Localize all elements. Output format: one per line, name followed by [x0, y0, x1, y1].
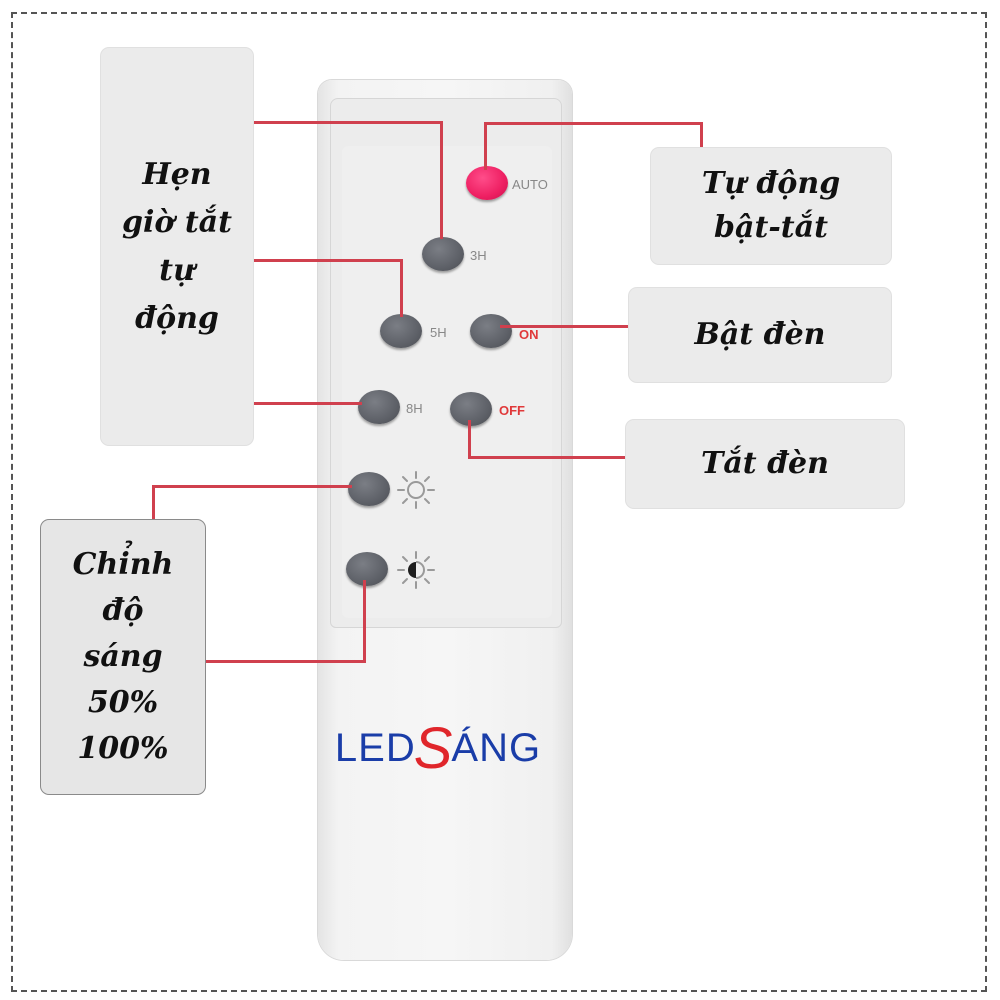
leader-line-auto-right [700, 122, 703, 150]
leader-line-off [468, 456, 628, 459]
timer-3h-button[interactable] [422, 237, 464, 271]
timer-8h-button[interactable] [358, 390, 400, 424]
logo-ang: ÁNG [451, 725, 542, 770]
on-button[interactable] [470, 314, 512, 348]
auto-label: AUTO [512, 177, 548, 192]
leader-line-brightness-bottom-up [363, 580, 366, 663]
leader-line-5h [252, 259, 403, 262]
logo-s: S [413, 715, 454, 781]
off-button[interactable] [450, 392, 492, 426]
timer-3h-label: 3H [470, 248, 487, 263]
button-panel-inner [342, 146, 552, 618]
dashed-frame [11, 12, 987, 992]
callout-on: Bật đèn [629, 288, 891, 382]
callout-timer-text: Hẹn giờ tắt tự động [122, 156, 232, 336]
leader-line-auto-left [484, 122, 487, 170]
off-label: OFF [499, 403, 525, 418]
leader-line-3h [252, 121, 443, 124]
timer-8h-label: 8H [406, 401, 423, 416]
leader-line-auto [484, 122, 702, 125]
callout-auto-text: Tự động bật-tắt [701, 166, 841, 245]
timer-5h-button[interactable] [380, 314, 422, 348]
leader-line-8h [252, 402, 362, 405]
auto-button[interactable] [466, 166, 508, 200]
leader-line-brightness-top-up [152, 485, 155, 521]
leader-line-brightness-bottom [206, 660, 366, 663]
brightness-100-button[interactable] [348, 472, 390, 506]
leader-line-3h-drop [440, 121, 443, 239]
sun-icon [396, 470, 436, 510]
callout-off-text: Tắt đèn [701, 446, 829, 481]
callout-auto: Tự động bật-tắt [651, 148, 891, 264]
callout-timer: Hẹn giờ tắt tự động [101, 48, 253, 445]
brightness-50-button[interactable] [346, 552, 388, 586]
on-label: ON [519, 327, 539, 342]
leader-line-on [500, 325, 630, 328]
callout-brightness-text: Chỉnh độ sáng 50% 100% [72, 547, 174, 766]
leader-line-brightness-top [152, 485, 352, 488]
callout-off: Tắt đèn [626, 420, 904, 508]
leader-line-off-drop [468, 420, 471, 458]
logo-led: LED [334, 725, 416, 770]
callout-on-text: Bật đèn [694, 317, 826, 352]
callout-brightness: Chỉnh độ sáng 50% 100% [41, 520, 205, 794]
leader-line-5h-drop [400, 259, 403, 317]
timer-5h-label: 5H [430, 325, 447, 340]
half-sun-icon [396, 550, 436, 590]
